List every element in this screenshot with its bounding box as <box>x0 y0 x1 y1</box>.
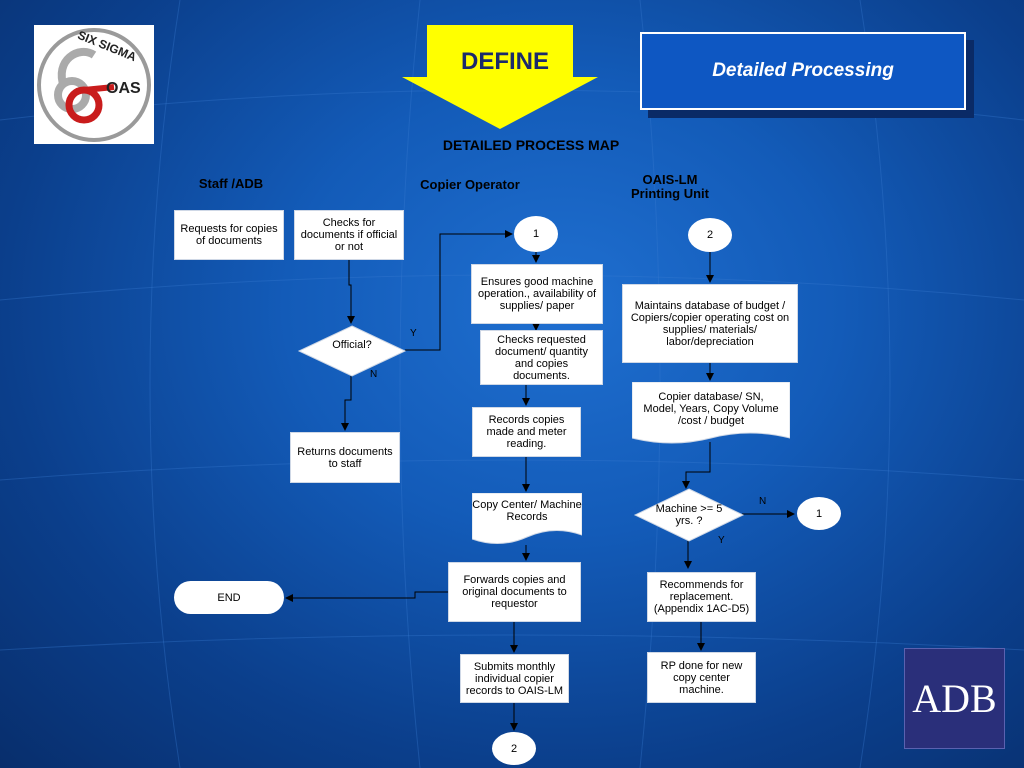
connector-1-right: 1 <box>797 497 841 530</box>
end-terminator: END <box>174 581 284 614</box>
oas-text: OAS <box>106 80 141 97</box>
ensures-box: Ensures good machine operation., availab… <box>471 264 603 324</box>
adb-logo: ADB <box>904 648 1005 749</box>
forwards-box: Forwards copies and original documents t… <box>448 562 581 622</box>
maintains-box: Maintains database of budget / Copiers/c… <box>622 284 798 363</box>
adb-logo-text: ADB <box>912 676 997 721</box>
title-box-text: Detailed Processing <box>712 60 894 81</box>
copy-center-document-shape <box>472 493 582 544</box>
edge-label-yes-machine: Y <box>718 535 725 546</box>
edge-label-no-official: N <box>370 369 378 380</box>
connector-2-bottom: 2 <box>492 732 536 765</box>
machine-decision-shape <box>633 488 745 542</box>
records-box: Records copies made and meter reading. <box>472 407 581 457</box>
copier-database-document-shape <box>632 382 790 444</box>
lane-copier-label: Copier Operator <box>420 177 520 192</box>
official-decision-label: Official? <box>332 339 372 351</box>
recommends-box: Recommends for replacement. (Appendix 1A… <box>647 572 756 622</box>
connector-1-top: 1 <box>514 216 558 252</box>
official-decision-shape <box>297 325 407 377</box>
checks-official-box: Checks for documents if official or not <box>294 210 404 260</box>
process-map-title: DETAILED PROCESS MAP <box>442 137 620 153</box>
submits-box: Submits monthly individual copier record… <box>460 654 569 703</box>
lane-oais-label: OAIS-LM Printing Unit <box>631 172 709 201</box>
copier-database-label: Copier database/ SN, Model, Years, Copy … <box>643 391 779 427</box>
edge-label-yes-official: Y <box>410 328 417 339</box>
edge-label-no-machine: N <box>759 496 767 507</box>
checks-requested-box: Checks requested document/ quantity and … <box>480 330 603 385</box>
requests-box: Requests for copies of documents <box>174 210 284 260</box>
machine-decision-label: Machine >= 5 yrs. ? <box>655 503 723 527</box>
returns-box: Returns documents to staff <box>290 432 400 483</box>
six-sigma-logo: SIX SIGMA OAS <box>34 25 154 144</box>
rp-done-box: RP done for new copy center machine. <box>647 652 756 703</box>
lane-staff-label: Staff /ADB <box>198 176 264 191</box>
title-box: Detailed Processing <box>640 32 966 110</box>
define-arrow <box>402 25 598 129</box>
define-label: DEFINE <box>460 48 549 75</box>
connector-2-top: 2 <box>688 218 732 252</box>
copy-center-label: Copy Center/ Machine Records <box>472 499 582 523</box>
